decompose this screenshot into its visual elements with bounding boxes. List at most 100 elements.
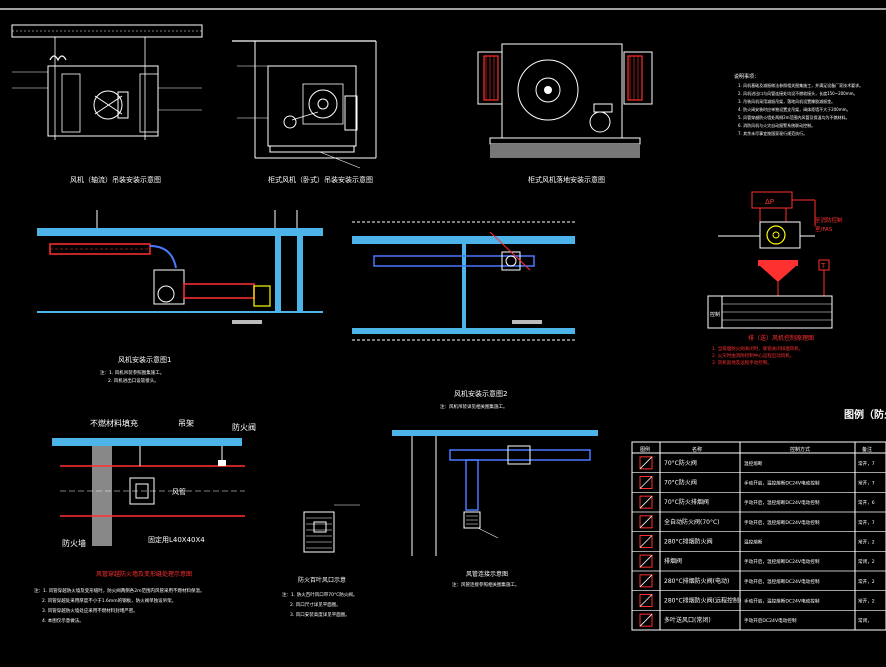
legend-row: 70°C防火阀温控熔断常开，7 — [639, 456, 875, 470]
legend-remark: 常闭，2 — [858, 558, 875, 565]
legend-title: 图例（防火 — [844, 408, 886, 421]
detail-inline-fan: 风机（轴流）吊装安装示意图 — [11, 24, 203, 184]
legend-name: 多叶送风口(常闭) — [664, 616, 711, 624]
caption-fan-cabinet: 柜式风机（卧式）吊装安装示意图 — [268, 175, 373, 184]
note-wall-3: 3. 风管穿越防火墙处应采用不燃材料封堵严密。 — [42, 607, 138, 614]
note-install-a-2: 2. 风机进出口设软接头。 — [108, 377, 159, 384]
caption-install-b: 风机安装示意图2 — [454, 389, 507, 398]
note-duct-conn: 注：风管连接参照相关图集施工。 — [452, 581, 520, 588]
note-line-1: 1. 风机基础及减振做法参照相关图集施工，并满足设备厂家技术要求。 — [738, 82, 863, 88]
legend-name: 70°C防火排烟阀 — [664, 498, 709, 506]
caption-duct-conn: 风管连接示意图 — [466, 570, 508, 578]
legend-symbol-icon — [639, 515, 653, 529]
notes-header: 说明事项： — [734, 73, 759, 80]
notes-block: 说明事项： 1. 风机基础及减振做法参照相关图集施工，并满足设备厂家技术要求。 … — [734, 73, 863, 136]
legend-control: 手动开启，温控熔断DC24V电动控制 — [744, 558, 820, 565]
legend-symbol-icon — [639, 554, 653, 568]
legend-control: 手动开启，温控熔断DC24V电动控制 — [744, 519, 820, 526]
legend-row: 70°C防火阀 手动开启，温控熔断DC24V电动控制 常开，7 — [632, 472, 886, 489]
legend-row: 280°C排烟防火阀(电动)手动开启，温控熔断DC24V电动控制常开，2 — [632, 570, 886, 588]
caption-fan-floor: 柜式风机落地安装示意图 — [528, 175, 605, 184]
caption-vent-grille: 防火百叶风口示意 — [298, 576, 346, 584]
legend-control: 手动开启，温控熔断DC24V电动控制 — [744, 480, 820, 487]
legend-name: 全自动防火阀(70°C) — [664, 518, 720, 526]
legend-remark: 常开，2 — [858, 539, 875, 546]
legend-name: 排烟阀 — [664, 557, 682, 565]
legend-row: 全自动防火阀(70°C) 手动开启，温控熔断DC24V电动控制 常开，7 — [632, 511, 886, 529]
label-duct: 风管 — [172, 487, 186, 496]
legend-header-3: 备注 — [862, 446, 872, 453]
legend-name: 280°C排烟防火阀 — [664, 538, 713, 546]
note-install-a-1: 注：1. 风机吊装参照图集施工。 — [100, 369, 164, 376]
note-line-7: 7. 其余未尽事宜按国家现行规范执行。 — [738, 130, 807, 136]
legend-header-0: 图例 — [640, 446, 650, 453]
legend-control: 手动开启，温控熔断DC24V电动控制 — [744, 499, 820, 506]
caption-fan-inline: 风机（轴流）吊装安装示意图 — [70, 175, 161, 184]
delta-p-label: ΔP — [765, 198, 774, 206]
legend-row: 70°C防火排烟阀 手动开启，温控熔断DC24V电动控制 常开，6 — [632, 491, 886, 509]
caption-wall-pass: 风管穿越防火墙及变形缝处理示意图 — [96, 570, 192, 578]
detail-duct-connection: 风管连接示意图 注：风管连接参照相关图集施工。 — [392, 430, 598, 588]
legend-name: 280°C排烟防火阀(远程控制) — [664, 597, 741, 605]
legend-name: 70°C防火阀 — [664, 479, 697, 487]
control-note-2: 2. 火灾时由消防控制中心远程启动风机。 — [712, 352, 794, 359]
label-fixing: 固定用L40X40X4 — [148, 535, 205, 544]
legend-remark: 常开，6 — [858, 499, 875, 506]
label-hanger: 吊架 — [178, 419, 194, 428]
control-note-3: 3. 风机就地及远程手动控制。 — [712, 359, 772, 366]
detail-vent-grille: 防火百叶风口示意 注：1. 防火百叶风口带70°C防火阀。 2. 风口尺寸详见平… — [282, 504, 360, 618]
legend-symbol-icon — [639, 476, 653, 489]
note-vent-2: 2. 风口尺寸详见平面图。 — [290, 601, 341, 608]
note-install-b: 注：风机吊装详见相关图集施工。 — [440, 403, 508, 410]
label-fire-wall: 防火墙 — [62, 538, 86, 548]
legend-remark: 常开，2 — [858, 598, 875, 605]
legend-rows: 70°C防火阀温控熔断常开，770°C防火阀手动开启，温控熔断DC24V电动控制… — [632, 456, 886, 627]
legend-symbol-icon — [639, 594, 653, 607]
control-schematic: ΔP 至消防控制 室/FAS T 控制 排（送）风机控制原理图 1. 当排烟防火… — [707, 191, 843, 366]
detail-install-a: 风机安装示意图1 注：1. 风机吊装参照图集施工。 2. 风机进出口设软接头。 — [37, 210, 323, 384]
legend-symbol-icon — [639, 613, 653, 627]
legend-remark: 常开，7 — [858, 480, 875, 487]
legend-row: 280°C排烟防火阀(远程控制)手动开启，温控熔断DC24V电动控制常开，2 — [632, 590, 886, 607]
caption-control: 排（送）风机控制原理图 — [748, 334, 814, 342]
note-vent-3: 3. 风口安装高度详见平面图。 — [290, 611, 350, 618]
note-wall-2: 2. 风管穿越处采用厚度不小于1.6mm的钢板，防火阀单独设吊架。 — [42, 597, 176, 604]
legend-symbol-icon — [639, 495, 653, 509]
label-wall-material: 不燃材料填充 — [90, 418, 138, 428]
legend-control: 手动开启DC24V电动控制 — [744, 617, 797, 624]
signal-label-2: 室/FAS — [815, 225, 833, 233]
legend-name: 70°C防火阀 — [664, 459, 697, 467]
legend-control: 温控熔断 — [744, 460, 763, 467]
note-wall-1: 注：1. 风管穿越防火墙及变形缝时，防火阀两侧各2m范围内风管采用不燃材料保温。 — [34, 587, 204, 594]
legend-remark: 常开，2 — [858, 578, 875, 585]
note-line-3: 3. 吊装风机采用减振吊架，落地风机设置橡胶减振垫。 — [738, 98, 835, 104]
legend-symbol-icon — [639, 574, 653, 588]
legend-symbol-icon — [639, 456, 653, 470]
note-wall-4: 4. 本图仅示意做法。 — [42, 617, 84, 624]
detail-wall-pass: 不燃材料填充 吊架 防火阀 防火墙 风管 固定用L40X40X4 风管穿越防火墙… — [34, 418, 256, 624]
legend-remark: 常开，7 — [858, 519, 875, 526]
signal-label-1: 至消防控制 — [815, 216, 843, 224]
legend-row: 多叶送风口(常闭) 手动开启DC24V电动控制 常闭， — [632, 609, 886, 627]
legend-control: 手动开启，温控熔断DC24V电动控制 — [744, 578, 820, 585]
legend-header-2: 控制方式 — [790, 446, 810, 453]
note-vent-1: 注：1. 防火百叶风口带70°C防火阀。 — [282, 591, 357, 598]
note-line-6: 6. 消防风机与火灾自动报警系统联动控制。 — [738, 122, 815, 128]
caption-install-a: 风机安装示意图1 — [118, 355, 171, 364]
detail-floor-fan: 柜式风机落地安装示意图 — [477, 43, 653, 184]
note-line-4: 4. 防火阀安装时应单独设置支吊架，阀体距墙不大于200mm。 — [738, 106, 851, 112]
legend-table: 图例（防火 图例 名称 控制方式 备注 70°C防火阀温控熔断常开，770°C防… — [631, 408, 886, 631]
t-box-label: T — [820, 262, 826, 270]
detail-install-b: 风机安装示意图2 注：风机吊装详见相关图集施工。 — [352, 221, 575, 410]
legend-header-1: 名称 — [692, 446, 702, 453]
legend-control: 温控熔断 — [744, 539, 763, 546]
legend-remark: 常闭， — [858, 617, 872, 624]
legend-row: 排烟阀 手动开启，温控熔断DC24V电动控制 常闭，2 — [632, 550, 886, 568]
note-line-5: 5. 风管穿越防火墙处两侧2m范围内风管及保温均为不燃材料。 — [738, 114, 850, 120]
label-fire-damper: 防火阀 — [232, 422, 256, 432]
legend-symbol-icon — [639, 535, 653, 548]
control-note-1: 1. 当排烟防火阀关闭时，联锁关闭排烟风机。 — [712, 345, 803, 352]
detail-cabinet-fan: 柜式风机（卧式）吊装安装示意图 — [232, 40, 377, 184]
control-side-label: 控制 — [710, 311, 720, 318]
